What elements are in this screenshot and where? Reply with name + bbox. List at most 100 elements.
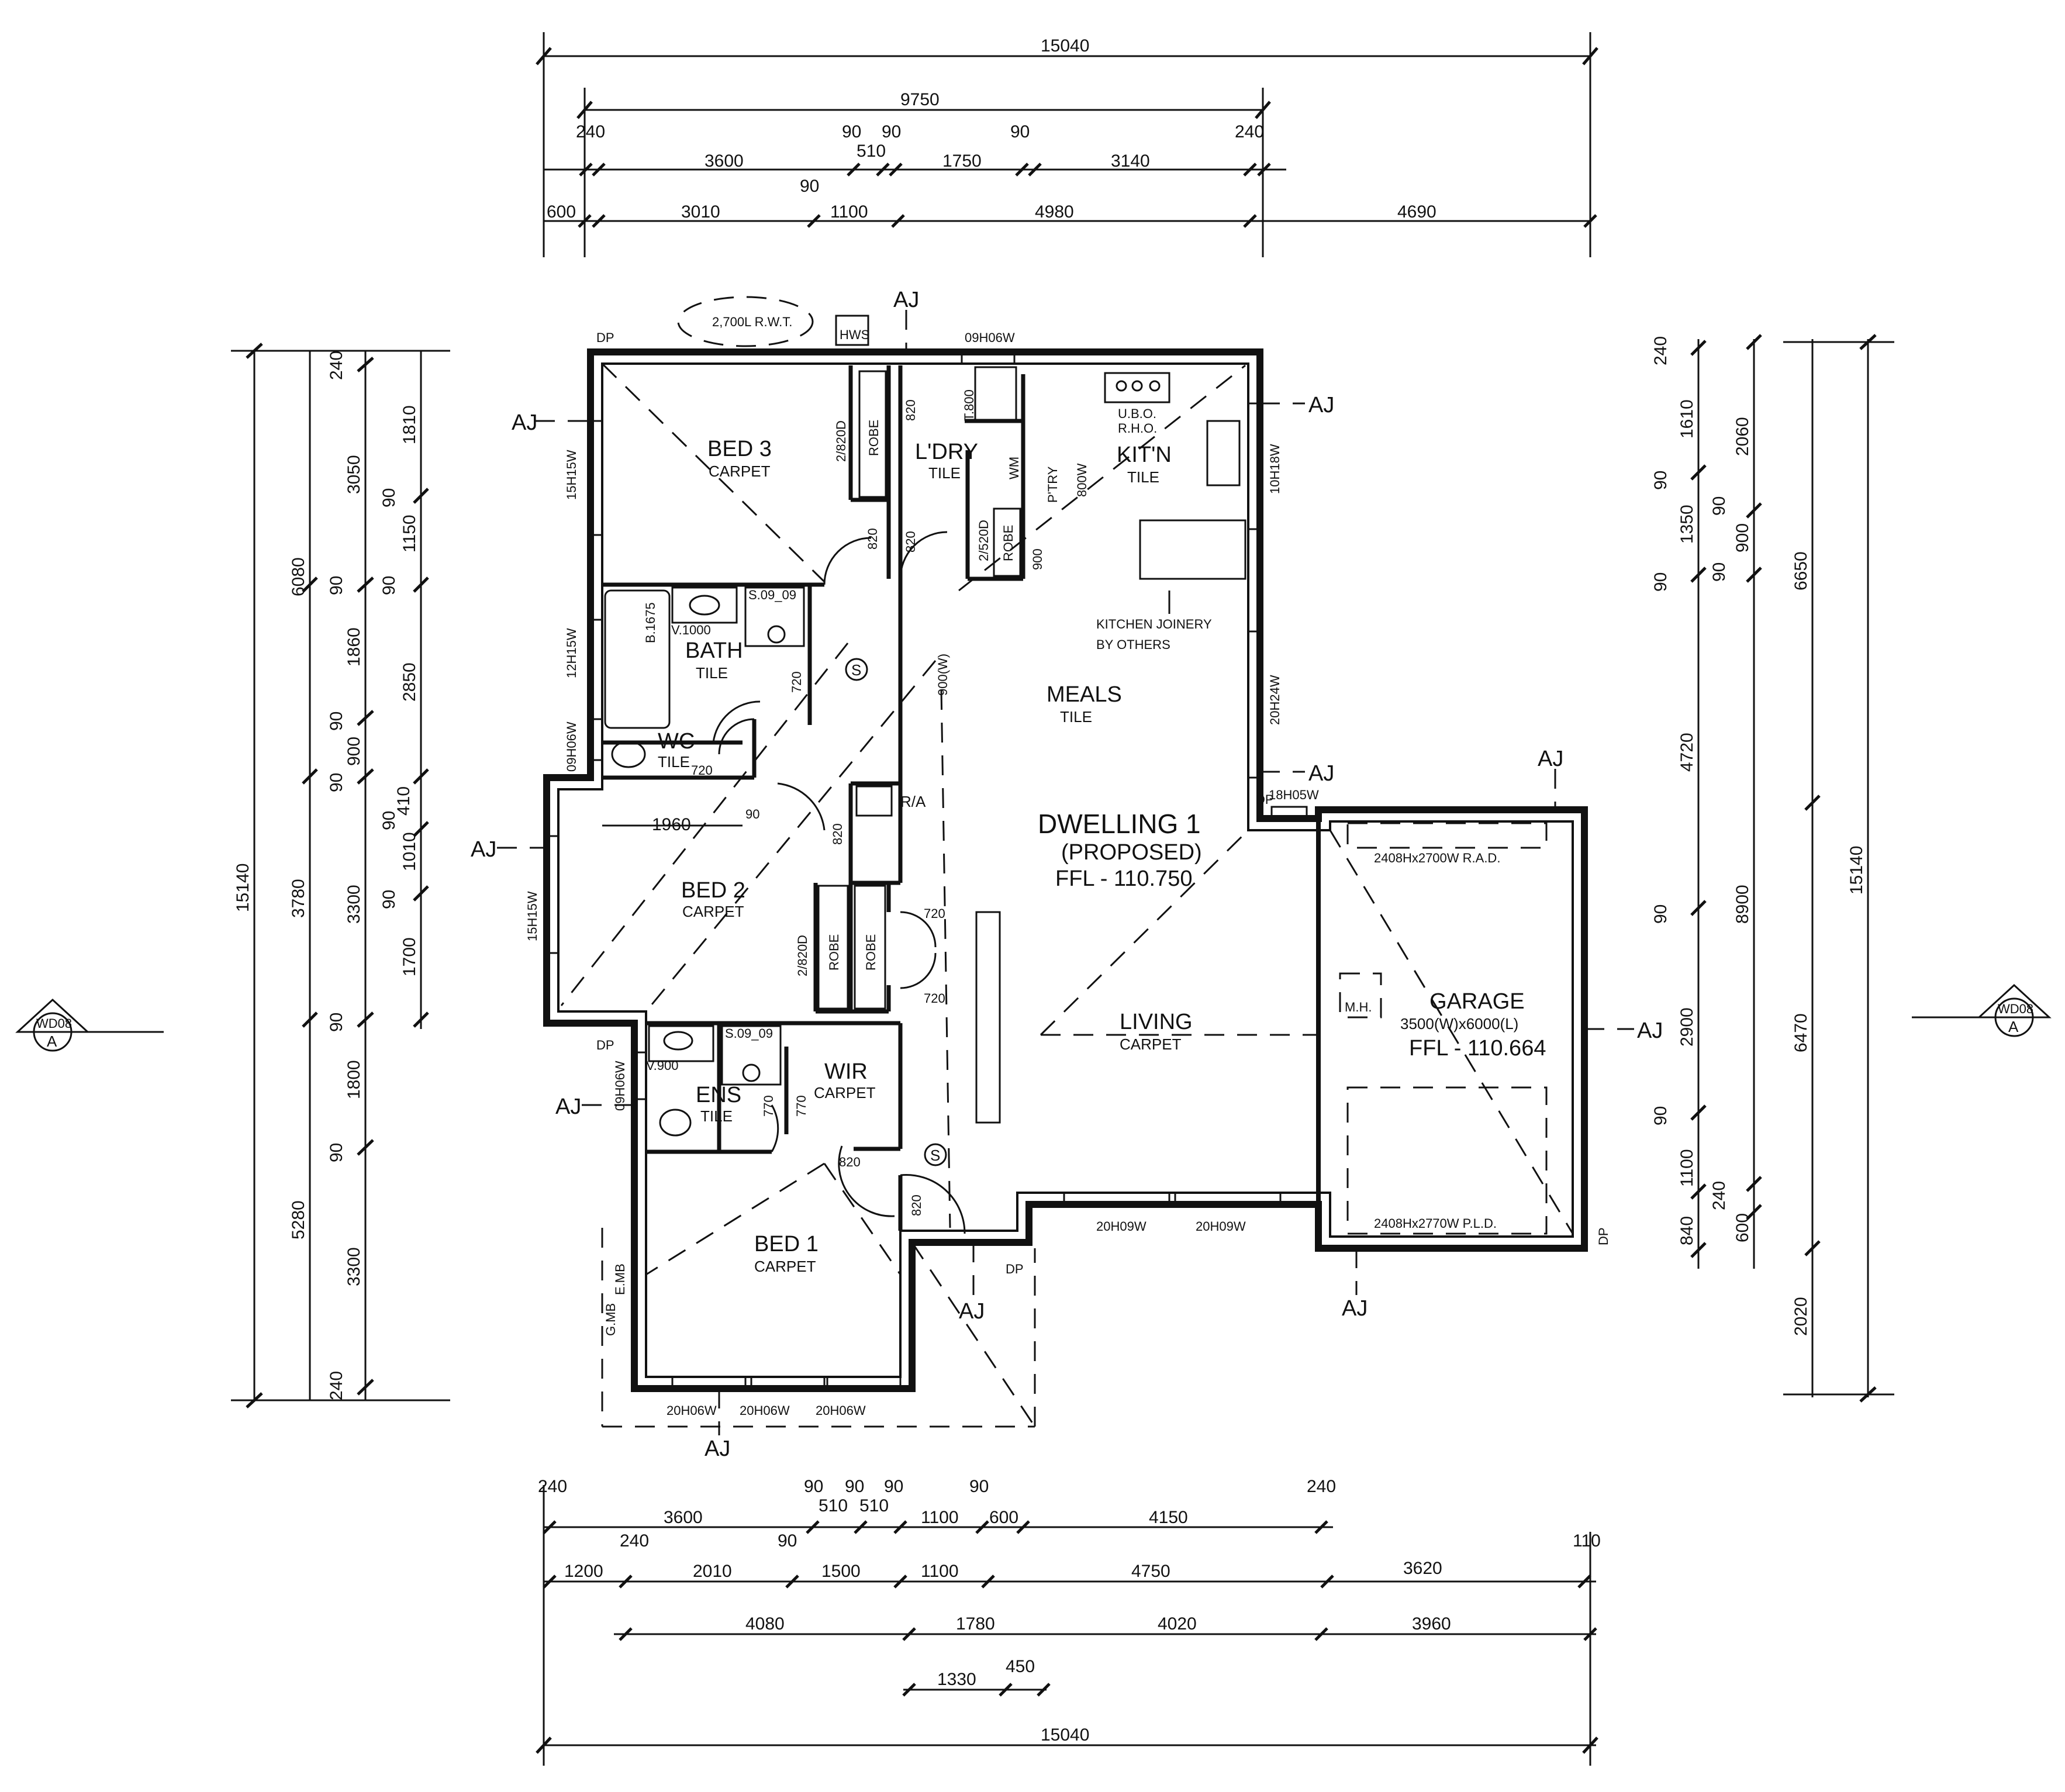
bottom-dim: 3620 [1403, 1559, 1442, 1578]
window-code: 20H24W [1268, 675, 1282, 725]
right-dim: 840 [1677, 1216, 1697, 1245]
shower-rose-icon [742, 1064, 761, 1082]
dp-label: DP [596, 330, 614, 345]
top-dim-overall: 15040 [1041, 36, 1089, 56]
rwt-label: 2,700L R.W.T. [712, 315, 792, 329]
robe-bed2 [817, 885, 849, 1010]
bottom-dim: 4150 [1149, 1508, 1188, 1527]
door-label: 2/520D [976, 520, 991, 561]
fireplace-hearth [975, 911, 1001, 1124]
hot-water-unit [835, 315, 869, 346]
room-finish-ens: TILE [700, 1107, 733, 1125]
door-size-label: 820 [903, 531, 918, 553]
bottom-dimensions: 240 3600 90 510 90 510 90 1100 90 600 41… [536, 1477, 1601, 1766]
dwelling-title: DWELLING 1 [1038, 809, 1201, 839]
manhole-label: M.H. [1345, 1000, 1372, 1014]
bottom-dim-overall: 15040 [1041, 1725, 1089, 1745]
right-dim: 1100 [1677, 1149, 1697, 1187]
right-dim-overall: 15140 [1847, 846, 1866, 895]
right-dim: 90 [1651, 471, 1670, 490]
right-dim: 240 [1651, 336, 1670, 365]
vanity-label: V.900 [646, 1058, 678, 1073]
top-dim: 1750 [942, 151, 982, 171]
aj-marker: AJ [1538, 747, 1563, 771]
room-finish-bed2: CARPET [682, 903, 744, 920]
robe-label: ROBE [864, 934, 878, 971]
aj-marker: AJ [1342, 1296, 1368, 1321]
left-dim: 90 [379, 890, 399, 909]
window-code: 09H06W [613, 1061, 627, 1111]
bottom-dim: 90 [969, 1477, 989, 1496]
bottom-dim: 600 [989, 1508, 1018, 1527]
bottom-dim: 1200 [564, 1562, 603, 1581]
window-code: 20H06W [816, 1403, 866, 1418]
ens-basin [663, 1031, 693, 1051]
top-dim: 600 [547, 202, 576, 222]
meter-box-label: G.MB [603, 1303, 618, 1336]
bath-size-label: B.1675 [643, 602, 658, 643]
bath-vanity [671, 586, 738, 624]
right-dim: 90 [1651, 572, 1670, 592]
right-dim: 90 [1651, 904, 1670, 924]
room-name-garage: GARAGE [1429, 989, 1525, 1014]
right-dim: 6650 [1791, 551, 1811, 591]
aj-marker: AJ [512, 410, 537, 435]
door-size-label: 720 [924, 991, 945, 1006]
top-dim-9750: 9750 [900, 90, 940, 109]
bottom-dim: 2010 [693, 1562, 732, 1581]
smoke-symbol: S [851, 661, 861, 679]
top-dim: 90 [800, 177, 819, 196]
section-letter: A [47, 1033, 57, 1050]
bottom-dim: 450 [1006, 1657, 1035, 1676]
room-name-kitchen: KIT'N [1117, 443, 1172, 467]
t800-label: T.800 [962, 389, 976, 421]
aj-marker: AJ [1308, 761, 1334, 786]
top-dimensions: 15040 9750 240 3600 90 510 90 1750 90 31… [536, 32, 1598, 257]
dp-label: DP [1006, 1262, 1024, 1276]
left-dim: 90 [327, 773, 346, 792]
bottom-dim: 4750 [1131, 1562, 1170, 1581]
right-dim: 90 [1710, 562, 1729, 582]
top-dim: 240 [1235, 122, 1264, 141]
door-size-label: 720 [789, 671, 804, 693]
bottom-dim: 1330 [937, 1670, 976, 1689]
room-finish-kitchen: TILE [1127, 468, 1159, 486]
bottom-dim: 90 [845, 1477, 864, 1496]
window-codes: 09H06W 15H15W 12H15W 09H06W 15H15W 09H06… [525, 330, 1319, 1418]
right-dim: 8900 [1733, 885, 1752, 924]
window-code: 09H06W [564, 721, 579, 772]
return-air-grille [855, 785, 893, 817]
kitchen-sink [1206, 420, 1241, 486]
right-dim: 4720 [1677, 733, 1697, 772]
smoke-symbol: S [930, 1147, 940, 1164]
aj-leaders [497, 310, 1634, 1435]
robe-hall-2 [854, 885, 886, 1010]
kitchen-bench [1139, 519, 1246, 580]
window-code: 15H15W [564, 450, 579, 500]
left-dim: 90 [327, 712, 346, 731]
door-swings [712, 531, 966, 1234]
room-finish-bed1: CARPET [754, 1258, 816, 1275]
section-marker-left: WD08 A [15, 998, 164, 1052]
robe-label: ROBE [827, 934, 841, 971]
room-finish-bed3: CARPET [709, 462, 771, 480]
top-dim: 3140 [1111, 151, 1150, 171]
right-dim: 900 [1733, 523, 1752, 553]
door-size-label: 820 [903, 399, 918, 421]
window-code: 12H15W [564, 628, 579, 678]
left-dim: 3300 [344, 885, 364, 924]
ens-shower [721, 1025, 782, 1086]
top-dim: 3010 [681, 202, 720, 222]
aj-marker: AJ [705, 1437, 730, 1461]
pantry-label: P'TRY [1045, 466, 1060, 503]
bottom-dim: 240 [538, 1477, 567, 1496]
wc-toilet [611, 740, 646, 768]
left-dim: 240 [327, 1371, 346, 1400]
window-code: 20H06W [667, 1403, 717, 1418]
window-code: 20H09W [1196, 1219, 1246, 1234]
vanity-label: V.1000 [671, 623, 711, 637]
shower-rose-icon [767, 625, 786, 644]
room-name-meals: MEALS [1047, 682, 1122, 707]
bottom-dim: 90 [778, 1531, 797, 1551]
